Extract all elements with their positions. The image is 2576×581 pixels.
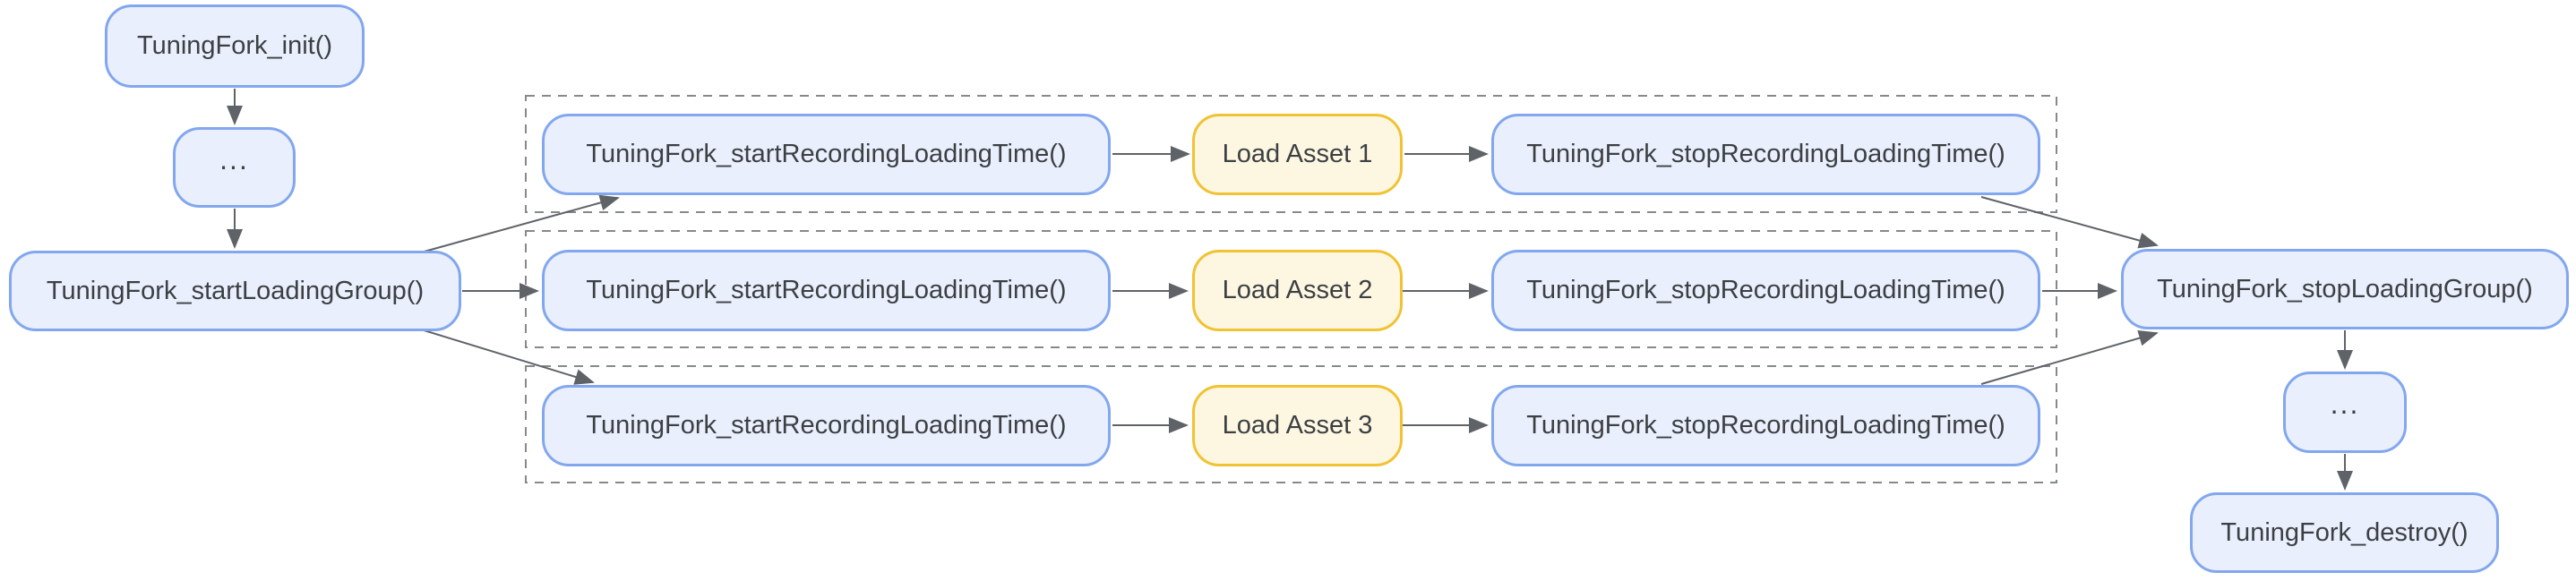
node-label: TuningFork_startRecordingLoadingTime() xyxy=(586,276,1067,304)
node-label: TuningFork_destroy() xyxy=(2220,517,2469,547)
arrow-row3-to-stopgroup xyxy=(1980,329,2159,385)
node-label: Load Asset 2 xyxy=(1222,276,1373,304)
node-label: TuningFork_startRecordingLoadingTime() xyxy=(586,411,1067,440)
node-label: Load Asset 3 xyxy=(1222,411,1373,440)
node-stop-loading-group: TuningFork_stopLoadingGroup() xyxy=(2121,249,2569,329)
node-label: TuningFork_init() xyxy=(136,31,333,60)
node-row3-stop-recording: TuningFork_stopRecordingLoadingTime() xyxy=(1491,385,2040,466)
node-label: TuningFork_stopLoadingGroup() xyxy=(2157,274,2533,303)
node-ellipsis-top: ... xyxy=(173,127,296,208)
loading-group-box-3 xyxy=(525,365,2057,483)
node-row1-start-recording: TuningFork_startRecordingLoadingTime() xyxy=(542,114,1111,195)
node-row3-load-asset: Load Asset 3 xyxy=(1192,385,1403,466)
node-label: TuningFork_stopRecordingLoadingTime() xyxy=(1526,276,2005,304)
node-label: TuningFork_startLoadingGroup() xyxy=(46,276,425,305)
node-ellipsis-bottom: ... xyxy=(2283,372,2407,453)
node-row1-load-asset: Load Asset 1 xyxy=(1192,114,1403,195)
node-start-loading-group: TuningFork_startLoadingGroup() xyxy=(9,251,461,331)
arrow-startgroup-to-row1 xyxy=(420,194,620,253)
node-label: TuningFork_startRecordingLoadingTime() xyxy=(586,140,1067,168)
node-label: TuningFork_stopRecordingLoadingTime() xyxy=(1526,140,2005,168)
node-label: ... xyxy=(219,142,249,175)
arrow-startgroup-to-row3 xyxy=(420,329,595,385)
node-tuningfork-init: TuningFork_init() xyxy=(105,4,365,88)
node-label: Load Asset 1 xyxy=(1222,140,1373,168)
arrow-row1-to-stopgroup xyxy=(1980,196,2159,249)
node-row2-load-asset: Load Asset 2 xyxy=(1192,250,1403,331)
node-row2-start-recording: TuningFork_startRecordingLoadingTime() xyxy=(542,250,1111,331)
loading-group-box-1 xyxy=(525,95,2057,213)
node-label: TuningFork_stopRecordingLoadingTime() xyxy=(1526,411,2005,440)
node-row3-start-recording: TuningFork_startRecordingLoadingTime() xyxy=(542,385,1111,466)
loading-group-box-2 xyxy=(525,230,2057,348)
node-tuningfork-destroy: TuningFork_destroy() xyxy=(2190,492,2499,573)
node-label: ... xyxy=(2330,388,2360,420)
node-row1-stop-recording: TuningFork_stopRecordingLoadingTime() xyxy=(1491,114,2040,195)
node-row2-stop-recording: TuningFork_stopRecordingLoadingTime() xyxy=(1491,250,2040,331)
